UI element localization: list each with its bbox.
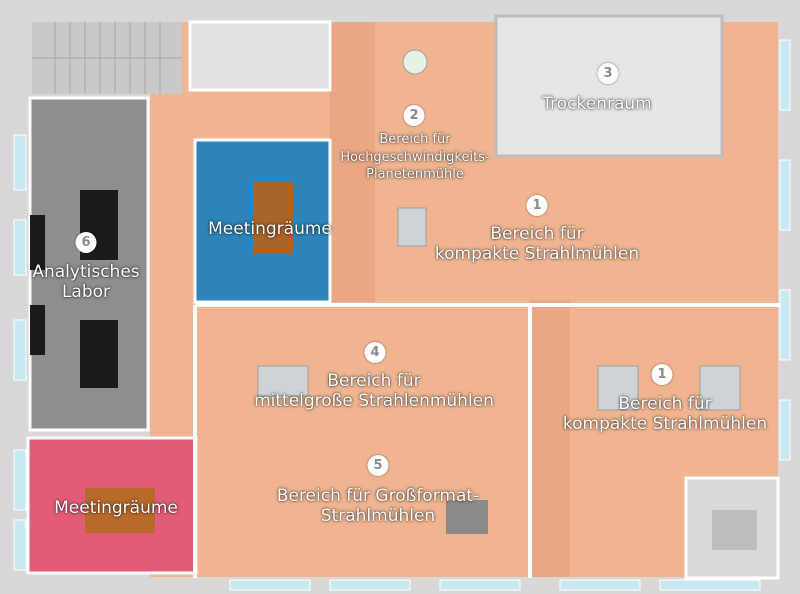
area-6-label: Analytisches Labor [32,262,140,303]
meeting-room-pink-label: Meetingräume [54,498,178,518]
corridor-floor-right [530,300,570,577]
windows-bottom [229,579,761,591]
corridor-floor [330,22,375,302]
lab-bench [80,320,118,388]
windows-right [779,39,791,461]
area-2-number: 2 [403,105,425,126]
equipment [402,49,428,75]
windows-left [13,134,27,571]
area-3-number: 3 [597,63,619,84]
stair-steps [32,22,182,94]
equipment [597,365,639,411]
meeting-table [253,182,293,254]
equipment [699,365,741,411]
equipment [257,365,309,397]
interior-walls [193,303,780,578]
storage-room [188,20,332,92]
lab-cabinet [30,305,45,355]
office-table [712,510,757,550]
area-1-top-number: 1 [526,195,548,216]
lab-cabinet [30,215,45,270]
area-6-number: 6 [75,232,97,253]
area-2-label: Bereich für Hochgeschwindigkeits- Planet… [340,132,490,183]
meeting-table [85,488,155,533]
area-5-label: Bereich für Großformat- Strahlmühlen [276,486,480,527]
area-3-label: Trockenraum [542,94,652,114]
area-4-number: 4 [364,342,386,363]
area-1-top-label: Bereich für kompakte Strahlmühlen [434,224,640,265]
drying-room-floor [494,14,724,158]
area-1-right-number: 1 [651,364,673,385]
equipment [397,207,427,247]
area-5-number: 5 [367,455,389,476]
meeting-room-pink-floor [26,436,198,575]
equipment [446,500,488,534]
meeting-room-blue-label: Meetingräume [208,219,332,239]
area-1-right-label: Bereich für kompakte Strahlmühlen [562,394,768,435]
area-4-label: Bereich für mittelgroße Strahlenmühlen [254,371,494,412]
